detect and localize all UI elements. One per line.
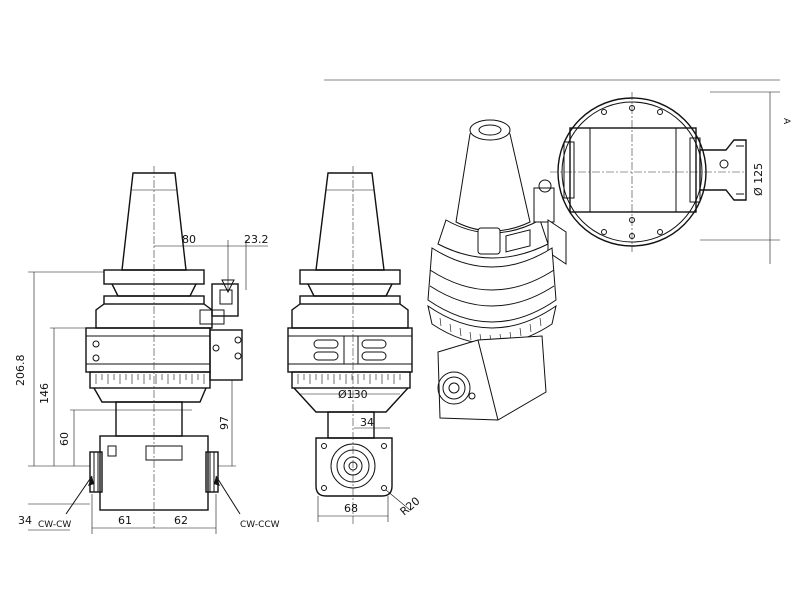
dim-61: 61 xyxy=(118,514,132,527)
dim-r20: R20 xyxy=(398,494,423,518)
dim-146: 146 xyxy=(38,383,51,404)
front-view: 80 23.2 206.8 146 60 97 34 CW-CW CW-CCW … xyxy=(14,166,280,534)
dim-68: 68 xyxy=(344,502,358,515)
top-view: A Ø 125 xyxy=(324,79,791,264)
side-view: Ø130 34 68 R20 xyxy=(287,166,423,524)
dim-d130: Ø130 xyxy=(338,388,368,401)
dim-97: 97 xyxy=(218,416,231,430)
dim-206-8: 206.8 xyxy=(14,355,27,387)
dim-62: 62 xyxy=(174,514,188,527)
dim-23-2: 23.2 xyxy=(244,233,269,246)
dim-80: 80 xyxy=(182,233,196,246)
dim-34-side: 34 xyxy=(360,416,374,429)
dim-d125: Ø 125 xyxy=(752,163,765,196)
dim-34-left: 34 xyxy=(18,514,32,527)
dim-60: 60 xyxy=(58,432,71,446)
cw-cw-label: CW-CW xyxy=(38,520,71,530)
label-a: A xyxy=(781,118,791,125)
isometric-view xyxy=(427,119,567,421)
cw-ccw-label: CW-CCW xyxy=(240,520,280,530)
